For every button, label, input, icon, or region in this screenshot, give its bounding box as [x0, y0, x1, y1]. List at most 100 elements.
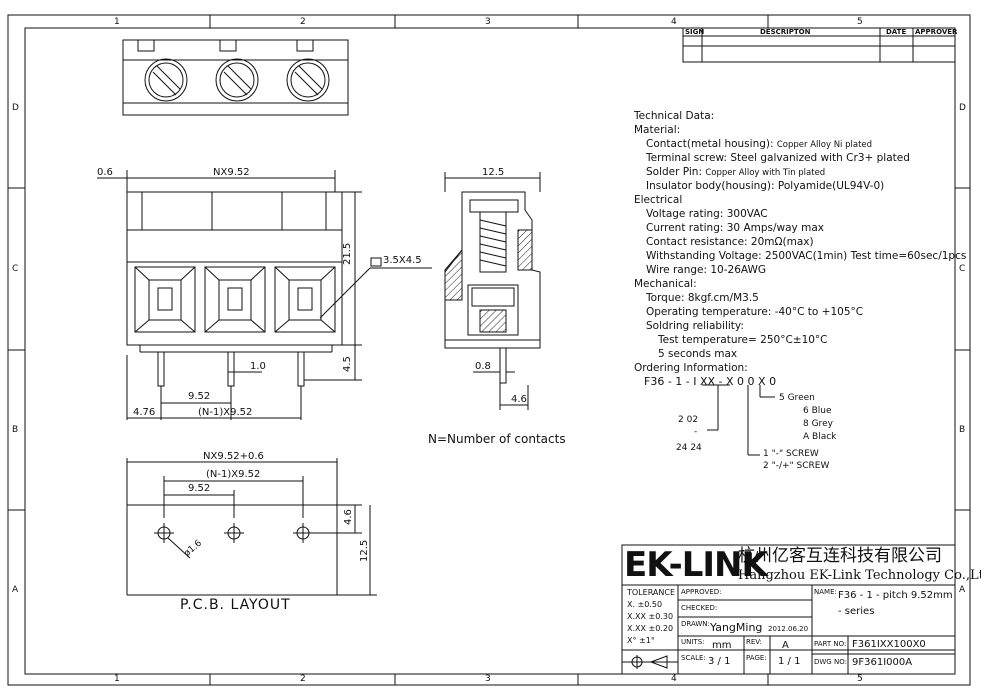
- zone-col-4-bottom: 4: [671, 674, 677, 684]
- scale-label: SCALE:: [681, 654, 706, 662]
- zone-row-a-right: A: [959, 585, 966, 595]
- zone-col-5-bottom: 5: [857, 674, 863, 684]
- screw-option-1: 1 "-" SCREW: [763, 449, 819, 459]
- tech-temperature: Operating temperature: -40°C to +105°C: [646, 306, 864, 318]
- page-value: 1 / 1: [778, 656, 801, 667]
- tech-screw: Terminal screw: Steel galvanized with Cr…: [646, 152, 910, 164]
- zone-row-b-right: B: [959, 425, 966, 435]
- tech-current: Current rating: 30 Amps/way max: [646, 222, 824, 234]
- zone-col-4: 4: [671, 17, 677, 27]
- dim-4-5: 4.5: [342, 356, 353, 372]
- scale-value: 3 / 1: [708, 656, 731, 667]
- dim-12-5: 12.5: [482, 167, 505, 178]
- rev-date-header: DATE: [886, 28, 907, 36]
- color-black: A Black: [803, 432, 837, 442]
- tech-resistance: Contact resistance: 20mΩ(max): [646, 236, 814, 248]
- zone-row-b: B: [12, 425, 19, 435]
- dim-0-8: 0.8: [475, 361, 491, 372]
- color-grey: 8 Grey: [803, 419, 833, 429]
- units-value: mm: [712, 640, 732, 651]
- zone-row-c-right: C: [959, 264, 966, 274]
- tolerance-deg: X° ±1°: [627, 636, 655, 645]
- dim-pcb-4-6: 4.6: [343, 509, 354, 525]
- part-no-value: F361IXX100X0: [852, 639, 926, 650]
- rev-sign-header: SIGN: [685, 28, 705, 36]
- tech-heading: Technical Data:: [634, 110, 715, 122]
- tolerance-x: X. ±0.50: [627, 600, 663, 609]
- rev-approver-header: APPROVER: [915, 28, 958, 36]
- contacts-note: N=Number of contacts: [428, 432, 566, 446]
- zone-row-d-right: D: [959, 103, 966, 113]
- drawn-by: YangMing: [710, 621, 763, 634]
- tech-material: Material:: [634, 124, 681, 136]
- company-logo: EK-LINK: [624, 545, 768, 585]
- color-blue: 6 Blue: [803, 406, 832, 416]
- part-no-label: PART NO:: [814, 640, 847, 648]
- pole-24: 24 24: [676, 443, 702, 453]
- ordering-code: F36 - 1 - I XX - X 0 0 X 0: [644, 375, 777, 388]
- dim-21-5: 21.5: [342, 242, 353, 265]
- approved-label: APPROVED:: [681, 588, 722, 596]
- dim-3-5x4-5: 3.5X4.5: [383, 255, 422, 266]
- dim-0-6: 0.6: [97, 167, 113, 178]
- dim-4-6: 4.6: [511, 394, 527, 405]
- page-label: PAGE:: [746, 654, 767, 662]
- rev-value: A: [782, 640, 789, 651]
- tech-withstanding: Withstanding Voltage: 2500VAC(1min) Test…: [646, 250, 967, 262]
- name-value-2: - series: [838, 606, 875, 617]
- company-name-cn: 杭州亿客互连科技有限公司: [738, 546, 942, 566]
- tech-voltage: Voltage rating: 300VAC: [646, 208, 768, 220]
- tech-seconds: 5 seconds max: [658, 348, 738, 360]
- zone-col-5: 5: [857, 17, 863, 27]
- zone-col-3: 3: [485, 17, 491, 27]
- tech-contact: Contact(metal housing): Copper Alloy Ni …: [646, 138, 873, 150]
- dim-pcb-9-52: 9.52: [188, 483, 211, 494]
- tolerance-label: TOLERANCE: [627, 588, 676, 597]
- tech-torque: Torque: 8kgf.cm/M3.5: [646, 292, 759, 304]
- zone-row-c: C: [12, 264, 19, 274]
- tech-ordering: Ordering Information:: [634, 362, 748, 374]
- dim-n-1-x9-52: (N-1)X9.52: [198, 407, 253, 418]
- tech-insulator: Insulator body(housing): Polyamide(UL94V…: [646, 180, 885, 192]
- dwg-no-label: DWG NO:: [814, 658, 847, 666]
- pcb-layout-label: P.C.B. LAYOUT: [180, 597, 291, 613]
- checked-label: CHECKED:: [681, 604, 718, 612]
- color-green: 5 Green: [779, 393, 815, 403]
- tech-mechanical: Mechanical:: [634, 278, 697, 290]
- dim-9-52: 9.52: [188, 391, 211, 402]
- rev-description-header: DESCRIPTON: [760, 28, 811, 36]
- tech-soldering: Soldring reliability:: [646, 320, 744, 332]
- zone-col-1-bottom: 1: [114, 674, 120, 684]
- pole-02: 2 02: [678, 415, 699, 425]
- pole-dash: -: [694, 427, 698, 437]
- dim-pcb-n-1-x9-52: (N-1)X9.52: [206, 469, 261, 480]
- screw-option-2: 2 "-/+" SCREW: [763, 461, 830, 471]
- tolerance-xxx: X.XX ±0.20: [627, 624, 674, 633]
- company-name-en: Hangzhou EK-Link Technology Co.,Ltd: [738, 568, 981, 583]
- dim-4-76: 4.76: [133, 407, 156, 418]
- drawn-label: DRAWN:: [681, 620, 710, 628]
- dim-nx9-52-plus-0-6: NX9.52+0.6: [203, 451, 264, 462]
- tolerance-xx: X.XX ±0.30: [627, 612, 674, 621]
- zone-col-3-bottom: 3: [485, 674, 491, 684]
- tech-solder-pin: Solder Pin: Copper Alloy with Tin plated: [646, 166, 826, 178]
- dwg-no-value: 9F361I000A: [852, 657, 913, 668]
- tech-wire: Wire range: 10-26AWG: [646, 264, 766, 276]
- zone-col-2-bottom: 2: [300, 674, 306, 684]
- dim-nx9-52: NX9.52: [213, 167, 250, 178]
- zone-row-d: D: [12, 103, 19, 113]
- tech-electrical: Electrical: [634, 194, 683, 206]
- tech-test-temp: Test temperature= 250°C±10°C: [658, 334, 828, 346]
- drawn-date: 2012.06.20: [768, 625, 809, 633]
- units-label: UNITS:: [681, 638, 705, 646]
- dim-pcb-12-5: 12.5: [359, 539, 370, 562]
- zone-col-1: 1: [114, 17, 120, 27]
- rev-label: REV:: [746, 638, 762, 646]
- zone-row-a: A: [12, 585, 19, 595]
- inner-frame: [24, 27, 956, 675]
- zone-col-2: 2: [300, 17, 306, 27]
- dim-1-0: 1.0: [250, 361, 266, 372]
- name-value: F36 - 1 - pitch 9.52mm: [838, 590, 953, 601]
